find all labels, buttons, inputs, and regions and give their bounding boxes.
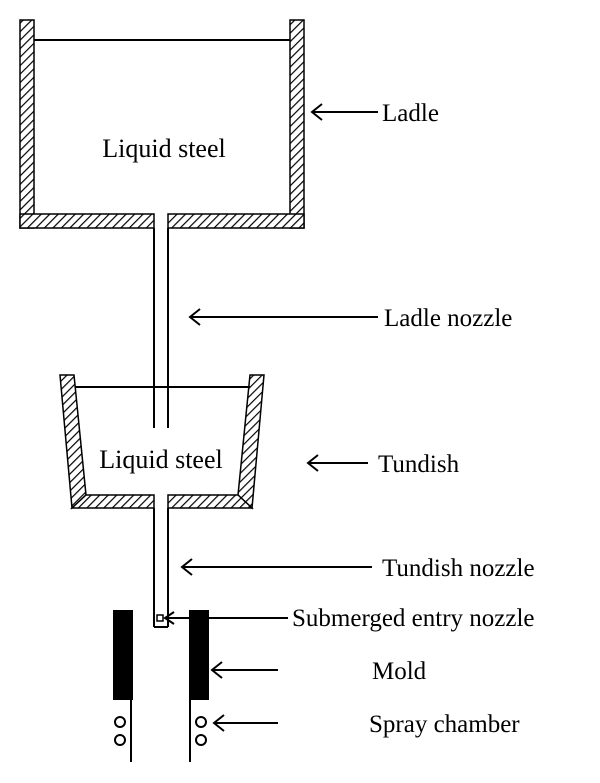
mold-left-plate bbox=[113, 610, 133, 700]
mold-right-plate bbox=[189, 610, 209, 700]
spray-chamber-arrow bbox=[212, 714, 278, 732]
ladle-bottom-left bbox=[19, 213, 155, 229]
spray-roll bbox=[114, 734, 126, 746]
tundish-content-label: Liquid steel bbox=[99, 445, 222, 474]
tundish-nozzle-arrow bbox=[180, 558, 372, 576]
mold-arrow bbox=[210, 661, 278, 679]
ladle-right-wall bbox=[289, 19, 305, 229]
spray-chamber-label: Spray chamber bbox=[369, 711, 520, 738]
ladle-arrow bbox=[310, 103, 378, 121]
ladle-content-label: Liquid steel bbox=[102, 134, 225, 163]
spray-roll bbox=[195, 716, 207, 728]
spray-roll bbox=[195, 734, 207, 746]
tundish-right-wall bbox=[237, 374, 265, 510]
mold bbox=[113, 610, 209, 700]
ladle-nozzle bbox=[153, 228, 169, 428]
tundish-left-wall bbox=[59, 374, 87, 510]
tundish-arrow bbox=[306, 454, 368, 472]
tundish-bottom-left bbox=[70, 494, 155, 509]
tundish: Liquid steel bbox=[59, 374, 265, 510]
ladle-left-wall bbox=[19, 19, 35, 229]
tundish-label: Tundish bbox=[378, 451, 460, 478]
ladle-bottom-right bbox=[167, 213, 305, 229]
strand bbox=[114, 700, 207, 762]
mold-label: Mold bbox=[372, 658, 427, 685]
tundish-bottom-right bbox=[167, 494, 254, 509]
ladle-nozzle-label: Ladle nozzle bbox=[384, 305, 512, 332]
tundish-nozzle bbox=[153, 508, 169, 628]
sen-arrow bbox=[163, 611, 288, 625]
ladle-nozzle-arrow bbox=[188, 308, 378, 326]
tundish-nozzle-label: Tundish nozzle bbox=[382, 555, 535, 582]
spray-roll bbox=[114, 716, 126, 728]
ladle: Liquid steel bbox=[19, 19, 305, 229]
ladle-label: Ladle bbox=[382, 100, 439, 127]
sen-label: Submerged entry nozzle bbox=[292, 605, 535, 632]
sen-port bbox=[156, 614, 164, 622]
